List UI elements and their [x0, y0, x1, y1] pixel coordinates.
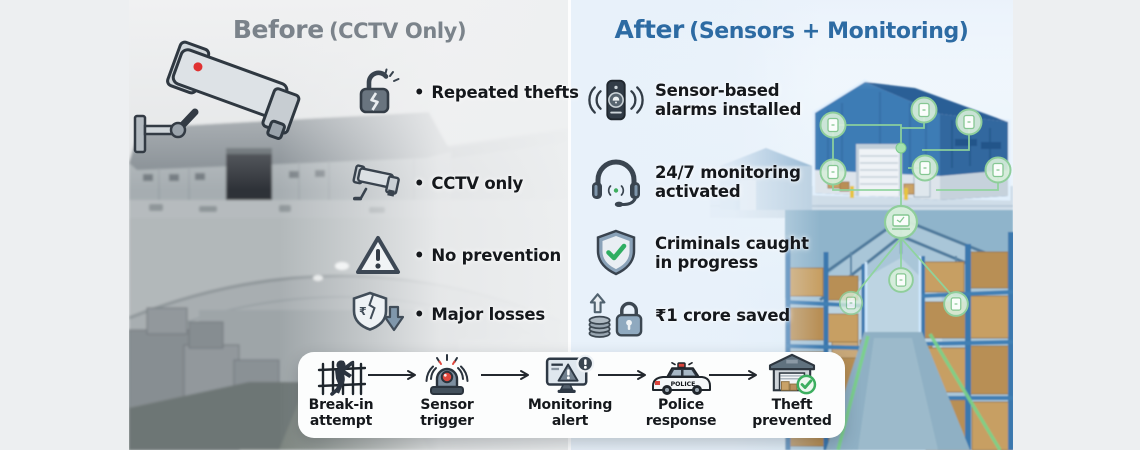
cctv-camera-icon [350, 163, 406, 203]
after-item-label: ₹1 crore saved [655, 306, 790, 326]
headset-icon [588, 157, 644, 207]
flow-arrow-icon [367, 367, 423, 386]
before-title-main: Before [232, 15, 324, 44]
before-item-repeated-thefts: •Repeated thefts [350, 68, 579, 116]
before-item-label: •No prevention [414, 245, 562, 265]
siren-icon [424, 354, 470, 396]
before-title: Before (CCTV Only) [129, 15, 570, 44]
before-item-label: •Repeated thefts [414, 82, 579, 102]
flow-arrow-icon [597, 367, 653, 386]
before-item-label: •Major losses [414, 304, 546, 324]
flow-arrow-icon [480, 367, 536, 386]
sensor-alarm-icon [588, 77, 644, 123]
after-title-main: After [614, 15, 685, 44]
cctv-camera-illustration [133, 40, 301, 154]
warehouse-check-icon [766, 353, 818, 396]
svg-text:₹: ₹ [359, 305, 367, 318]
before-item-major-losses: ₹ •Major losses [350, 291, 545, 337]
broken-lock-icon [350, 68, 406, 116]
before-item-cctv-only: •CCTV only [350, 163, 523, 203]
loss-shield-icon: ₹ [350, 291, 406, 337]
after-title-paren: (Sensors + Monitoring) [689, 19, 969, 44]
flow-arrow-icon [708, 367, 764, 386]
before-title-paren: (CCTV Only) [328, 19, 467, 43]
warning-triangle-icon [350, 234, 406, 276]
monitoring-laptop-node [883, 204, 919, 240]
sensor-network-overlay [819, 96, 1012, 317]
before-item-label: •CCTV only [414, 173, 524, 193]
shield-check-icon [588, 229, 644, 277]
svg-text:POLICE: POLICE [671, 381, 696, 388]
police-car-icon: POLICE [650, 354, 712, 396]
after-title: After (Sensors + Monitoring) [570, 15, 1013, 44]
after-item-crore-saved: ₹1 crore saved [588, 292, 790, 340]
savings-lock-icon [588, 292, 644, 340]
burglar-fence-icon [316, 354, 366, 396]
before-item-no-prevention: •No prevention [350, 234, 561, 276]
monitor-alert-icon [544, 354, 596, 396]
panel-divider [568, 0, 571, 450]
